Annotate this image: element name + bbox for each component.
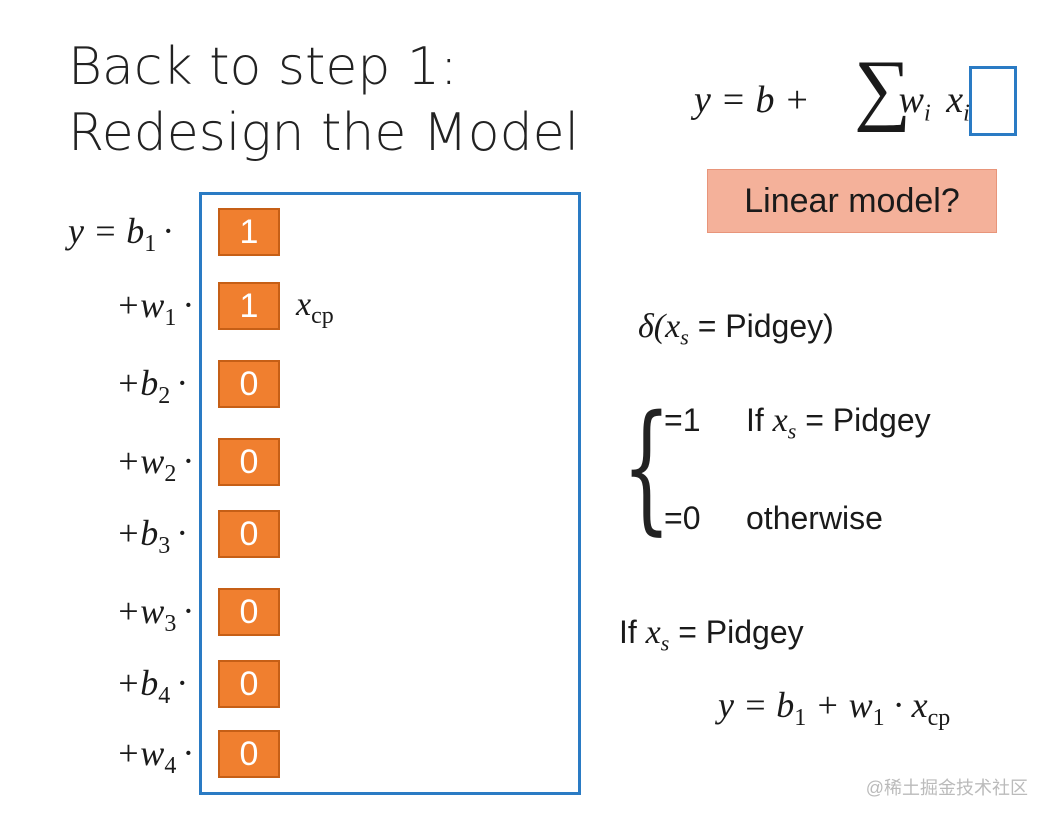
xi-highlight-box (969, 66, 1017, 136)
result-b-sub: 1 (794, 705, 807, 732)
term-dot: · (182, 285, 195, 325)
model-term: +w4· (116, 732, 194, 780)
term-sub: 1 (164, 305, 177, 332)
delta-prefix: δ( (638, 308, 666, 345)
case-one-rest: = Pidgey (796, 402, 931, 438)
linear-model-badge: Linear model? (707, 169, 997, 233)
term-dot: · (162, 211, 175, 251)
term-sub: 2 (158, 383, 171, 410)
case-one-value: =1 (664, 402, 701, 438)
formula-x-sub: i (963, 100, 970, 127)
result-w-sub: 1 (872, 705, 885, 732)
result-dot: · x (884, 685, 928, 725)
delta-expression: δ(xs = Pidgey) (638, 308, 834, 350)
feature-cell: 0 (218, 730, 280, 778)
if-condition: If xs = Pidgey (619, 614, 804, 656)
term-prefix: +b (116, 663, 159, 703)
term-dot: · (182, 591, 195, 631)
term-dot: · (176, 663, 189, 703)
term-prefix: +w (116, 441, 165, 481)
feature-cell: 1 (218, 208, 280, 256)
term-sub: 4 (164, 753, 177, 780)
slide-title: Back to step 1: Redesign the Model (68, 34, 579, 166)
result-mid: + w (806, 685, 873, 725)
delta-sub: s (680, 324, 689, 350)
result-formula: y = b1 + w1 · xcp (718, 684, 950, 732)
title-line-1: Back to step 1: (68, 37, 458, 97)
if-x: x (645, 614, 661, 651)
result-x-sub: cp (927, 705, 951, 732)
case-one-if: If (746, 402, 773, 438)
watermark: @稀土掘金技术社区 (865, 778, 1028, 798)
term-sub: 1 (144, 231, 157, 258)
term-prefix: +b (116, 513, 159, 553)
formula-lhs: y = b + (694, 79, 820, 121)
xcp-x: x (296, 286, 312, 323)
delta-suffix: = Pidgey) (688, 308, 834, 344)
feature-cell: 0 (218, 438, 280, 486)
case-one-x: x (772, 402, 788, 439)
formula-x: x (946, 79, 964, 121)
case-two-text: otherwise (746, 500, 883, 536)
linear-formula: y = b + ∑ wi xi (694, 45, 970, 133)
delta-x: x (665, 308, 681, 345)
model-term: +w2· (116, 440, 194, 488)
term-prefix: +b (116, 363, 159, 403)
model-term: +b4· (116, 662, 188, 710)
feature-cell: 0 (218, 588, 280, 636)
term-dot: · (182, 733, 195, 773)
feature-cell: 0 (218, 660, 280, 708)
feature-cell: 1 (218, 282, 280, 330)
case-one-condition: If xs = Pidgey (746, 402, 931, 444)
term-prefix: y = b (68, 211, 145, 251)
term-prefix: +w (116, 733, 165, 773)
case-one-sub: s (787, 418, 797, 444)
xcp-label: xcp (296, 286, 334, 330)
feature-cell: 0 (218, 360, 280, 408)
if-sub: s (660, 630, 670, 656)
term-sub: 3 (158, 533, 171, 560)
term-sub: 3 (164, 611, 177, 638)
if-text: If (619, 614, 646, 650)
term-dot: · (176, 513, 189, 553)
model-term: y = b1· (68, 210, 174, 258)
feature-vector-box (199, 192, 581, 795)
model-term: +b2· (116, 362, 188, 410)
sum-symbol: ∑ (854, 45, 912, 133)
feature-cell: 0 (218, 510, 280, 558)
model-term: +w1· (116, 284, 194, 332)
xcp-sub: cp (311, 302, 334, 329)
case-brace: { (622, 386, 671, 549)
formula-w: w (898, 79, 925, 121)
model-term: +b3· (116, 512, 188, 560)
term-dot: · (176, 363, 189, 403)
result-lhs: y = b (718, 685, 795, 725)
term-dot: · (182, 441, 195, 481)
case-two-value: =0 (664, 500, 701, 536)
term-prefix: +w (116, 591, 165, 631)
if-rest: = Pidgey (669, 614, 804, 650)
term-sub: 2 (164, 461, 177, 488)
formula-w-sub: i (924, 100, 931, 127)
title-line-2: Redesign the Model (68, 103, 580, 163)
term-prefix: +w (116, 285, 165, 325)
term-sub: 4 (158, 683, 171, 710)
model-term: +w3· (116, 590, 194, 638)
